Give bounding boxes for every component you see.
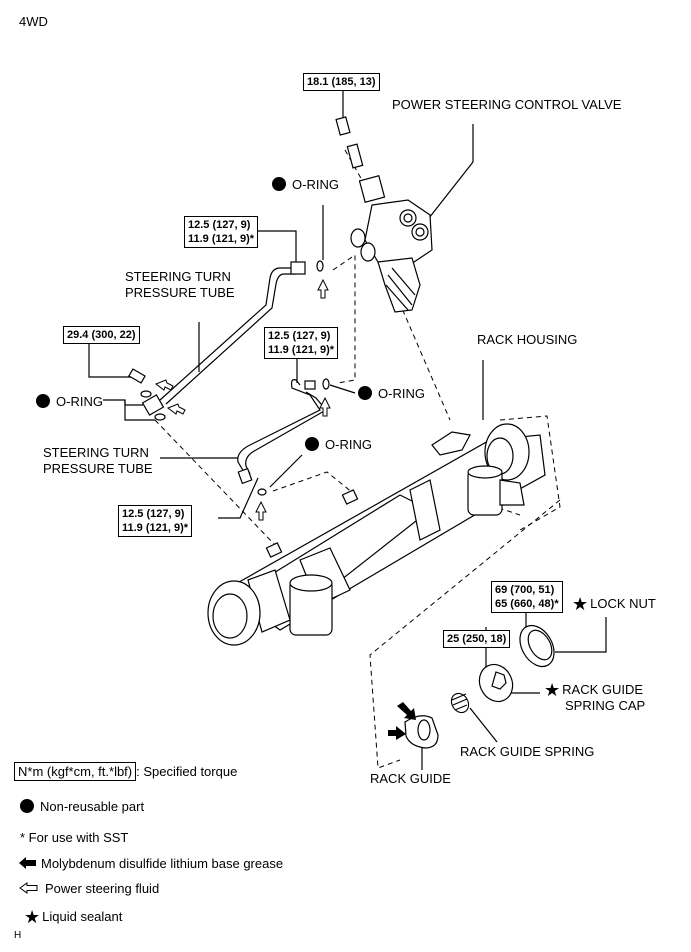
- label-oring-lower: O-RING: [305, 437, 372, 453]
- fluid-arrow-icon: [19, 882, 38, 894]
- clamp-bolt: [128, 368, 146, 384]
- torque-lower-tube-valve-end: 12.5 (127, 9) 11.9 (121, 9)*: [264, 327, 339, 359]
- legend-sealant: ★Liquid sealant: [24, 907, 122, 928]
- liquid-sealant-star-icon: ★: [572, 594, 589, 614]
- leader-lower-tube-housing-torque: [218, 477, 259, 519]
- non-reusable-icon: [358, 386, 372, 400]
- label-lower-tube: STEERING TURN PRESSURE TUBE: [43, 445, 153, 477]
- tube-text-line1: STEERING TURN: [125, 269, 231, 284]
- torque-lower-tube-housing-end: 12.5 (127, 9) 11.9 (121, 9)*: [118, 505, 193, 537]
- torque-clamp-bolt: 29.4 (300, 22): [63, 326, 140, 344]
- oring-text: O-RING: [378, 386, 425, 401]
- torque-control-valve-bolt: 18.1 (185, 13): [303, 73, 380, 91]
- non-reusable-icon: [20, 799, 34, 813]
- torque-lock-nut: 69 (700, 51) 65 (660, 48)*: [491, 581, 563, 613]
- o-ring-lower: [257, 488, 267, 496]
- grease-arrows: [388, 702, 416, 740]
- sealant-text: Liquid sealant: [42, 909, 123, 924]
- torque-value: 12.5 (127, 9): [122, 508, 185, 520]
- liquid-sealant-star-icon: ★: [24, 907, 41, 927]
- spring-cap-text-line1: RACK GUIDE: [562, 682, 644, 697]
- rack-housing: [207, 423, 546, 646]
- oring-text: O-RING: [325, 437, 372, 452]
- label-lock-nut: ★LOCK NUT: [572, 594, 656, 614]
- torque-value-sst: 11.9 (121, 9)*: [268, 344, 335, 356]
- leader-clamp-bolt: [88, 342, 131, 378]
- o-ring-left-1: [140, 390, 152, 398]
- torque-spring-cap: 25 (250, 18): [443, 630, 511, 648]
- torque-value-sst: 65 (660, 48)*: [495, 598, 559, 610]
- leader-oring-mid: [329, 384, 356, 394]
- torque-upper-tube-valve-end: 12.5 (127, 9) 11.9 (121, 9)*: [184, 216, 259, 248]
- tube-text-line2: PRESSURE TUBE: [125, 285, 235, 300]
- liquid-sealant-star-icon: ★: [544, 680, 561, 700]
- leader-lock-nut: [555, 617, 607, 653]
- grease-arrow-icon: [19, 857, 36, 869]
- label-oring-top: O-RING: [272, 177, 339, 193]
- oring-text: O-RING: [292, 177, 339, 192]
- lock-nut-text: LOCK NUT: [590, 596, 656, 611]
- spring-cap-text-line2: SPRING CAP: [565, 698, 646, 713]
- torque-value: 18.1 (185, 13): [307, 76, 376, 88]
- fluid-text: Power steering fluid: [45, 881, 160, 896]
- torque-unit-box: N*m (kgf*cm, ft.*lbf): [14, 762, 137, 781]
- torque-value: 25 (250, 18): [447, 633, 507, 645]
- torque-value-sst: 11.9 (121, 9)*: [122, 522, 189, 534]
- label-control-valve: POWER STEERING CONTROL VALVE: [392, 97, 622, 112]
- torque-value: 29.4 (300, 22): [67, 329, 136, 341]
- label-oring-mid: O-RING: [358, 386, 425, 402]
- grease-text: Molybdenum disulfide lithium base grease: [41, 856, 284, 871]
- torque-desc: : Specified torque: [136, 764, 238, 779]
- legend-fluid: Power steering fluid: [19, 881, 159, 896]
- label-rack-guide-spring: RACK GUIDE SPRING: [460, 744, 595, 759]
- legend-non-reusable: Non-reusable part: [20, 799, 144, 814]
- label-rack-housing: RACK HOUSING: [477, 332, 578, 347]
- variant-label: 4WD: [19, 14, 48, 29]
- oring-text: O-RING: [56, 394, 103, 409]
- non-reusable-icon: [36, 394, 50, 408]
- leader-rack-guide-spring: [469, 707, 498, 743]
- legend-grease: Molybdenum disulfide lithium base grease: [19, 856, 283, 871]
- o-ring-top: [316, 260, 324, 272]
- torque-value: 69 (700, 51): [495, 584, 555, 596]
- label-spring-cap: ★RACK GUIDE SPRING CAP: [544, 680, 646, 714]
- figure-code: H: [14, 930, 22, 941]
- non-reusable-icon: [272, 177, 286, 191]
- rack-guide: [404, 715, 439, 749]
- label-upper-tube: STEERING TURN PRESSURE TUBE: [125, 269, 235, 301]
- label-rack-guide: RACK GUIDE: [370, 771, 451, 786]
- legend-sst: * For use with SST: [20, 830, 129, 845]
- o-ring-mid: [322, 378, 330, 390]
- control-valve: [335, 116, 433, 313]
- torque-value-sst: 11.9 (121, 9)*: [188, 233, 255, 245]
- label-oring-left: O-RING: [36, 394, 103, 410]
- legend-torque: N*m (kgf*cm, ft.*lbf): Specified torque: [14, 762, 238, 781]
- lock-nut: [519, 624, 555, 668]
- leader-oring-lower: [269, 454, 303, 488]
- lower-pressure-tube: [237, 378, 330, 496]
- non-reusable-text: Non-reusable part: [40, 799, 145, 814]
- fluid-arrows: [154, 278, 331, 521]
- tube-text-line2: PRESSURE TUBE: [43, 461, 153, 476]
- upper-pressure-tube: [128, 260, 324, 421]
- o-ring-left-2: [154, 413, 166, 421]
- torque-value: 12.5 (127, 9): [268, 330, 331, 342]
- non-reusable-icon: [305, 437, 319, 451]
- leader-oring-left: [103, 399, 155, 421]
- tube-text-line1: STEERING TURN: [43, 445, 149, 460]
- torque-value: 12.5 (127, 9): [188, 219, 251, 231]
- rack-guide-spring-cap: [478, 663, 514, 703]
- rack-guide-spring: [450, 692, 470, 714]
- leader-upper-tube-torque: [248, 230, 297, 262]
